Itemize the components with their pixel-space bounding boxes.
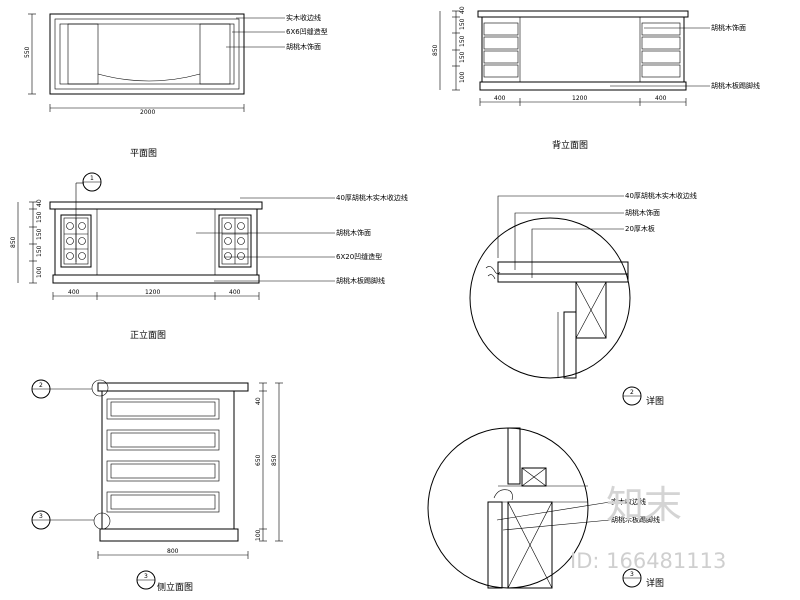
front-dim-w3: 400 (229, 289, 241, 296)
side-marker-top (91, 379, 109, 397)
back-elevation: 40 150 150 150 100 850 400 1200 400 胡桃木饰… (432, 6, 760, 151)
plan-view: 550 2000 实木收边线 6X6凹缝造型 胡桃木饰面 平面图 (24, 13, 328, 159)
detail1-break-mark (485, 266, 501, 274)
back-dim-total: 850 (432, 44, 439, 56)
detail1-bubble-label: 2 (630, 389, 634, 396)
plan-left-panel (67, 23, 99, 85)
side-bubble-a-label: 2 (39, 382, 43, 389)
back-dim-w2: 1200 (572, 95, 587, 102)
plan-label-2: 胡桃木饰面 (286, 42, 321, 51)
detail2-skirting (487, 501, 503, 589)
back-dim-w3: 400 (655, 95, 667, 102)
front-bubble-label: 1 (90, 175, 94, 182)
side-dim-total: 850 (271, 454, 278, 466)
front-dim-v4: 150 (36, 245, 43, 257)
front-dim-total: 850 (10, 236, 17, 248)
side-marker-bottom (93, 512, 111, 530)
front-dim-v2: 150 (36, 211, 43, 223)
side-title: 侧立面图 (157, 581, 193, 593)
plan-outer-frame (49, 13, 245, 95)
back-dim-v2: 150 (459, 18, 466, 30)
plan-label-1: 6X6凹缝造型 (286, 27, 328, 36)
watermark: 知末 ID: 166481113 (570, 483, 726, 573)
detail1-hatched-panel (563, 311, 577, 379)
watermark-id: ID: 166481113 (570, 549, 726, 573)
side-body (101, 390, 235, 530)
front-label-3: 胡桃木板踢脚线 (336, 276, 385, 285)
side-title-bubble-label: 3 (144, 573, 148, 580)
back-dim-w1: 400 (494, 95, 506, 102)
front-label-2: 6X20凹缝造型 (336, 252, 382, 261)
watermark-logo: 知末 (606, 483, 682, 527)
detail1-cabinet-block (575, 281, 607, 339)
detail1-top-board (497, 261, 629, 275)
front-title: 正立面图 (130, 329, 166, 341)
front-label-1: 胡桃木饰面 (336, 228, 371, 237)
detail1-label-1: 胡桃木饰面 (625, 208, 660, 217)
detail2-label-1: 胡桃木板踢脚线 (611, 515, 660, 524)
detail2-cabinet-block (507, 501, 553, 589)
back-dim-v4: 150 (459, 51, 466, 63)
detail2-title: 详图 (646, 577, 664, 589)
front-top-edge (49, 201, 263, 210)
detail2-trim-profile (493, 489, 513, 501)
plan-groove-frame (59, 23, 235, 85)
front-elevation: 1 40 150 150 150 100 850 400 1200 400 40… (10, 172, 408, 341)
front-dim-v5: 100 (36, 266, 43, 278)
detail1-circle (469, 217, 631, 379)
plan-width-dim: 2000 (140, 109, 155, 116)
detail2-label-0: 实木收边线 (611, 497, 646, 506)
back-label-0: 胡桃木饰面 (711, 23, 746, 32)
side-dim-v2: 650 (255, 454, 262, 466)
detail2-bubble-label: 3 (630, 571, 634, 578)
detail2-hatched-panel (507, 427, 521, 485)
detail-view-2: 40厚胡桃木实木收边线 胡桃木饰面 20厚木板 2 详图 (469, 191, 697, 407)
side-drawer-2 (106, 429, 220, 451)
plan-inner-frame (54, 18, 240, 90)
side-top-edge (97, 382, 249, 392)
plan-title: 平面图 (130, 148, 157, 159)
detail1-edge-trim (497, 273, 629, 283)
back-dim-v1: 40 (459, 6, 466, 14)
front-dim-v1: 40 (36, 199, 43, 207)
plan-label-0: 实木收边线 (286, 13, 321, 22)
front-dim-w2: 1200 (145, 289, 160, 296)
side-drawer-4 (106, 491, 220, 513)
plan-right-panel (199, 23, 231, 85)
front-right-carving (218, 214, 252, 268)
side-bubble-b-label: 3 (39, 513, 43, 520)
side-dim-v1: 40 (255, 397, 262, 405)
back-top-edge (477, 10, 689, 18)
detail1-label-0: 40厚胡桃木实木收边线 (625, 191, 697, 200)
back-label-1: 胡桃木板踢脚线 (711, 81, 760, 90)
side-dim-width: 800 (167, 548, 179, 555)
plan-curve (97, 73, 201, 82)
back-dim-v3: 150 (459, 35, 466, 47)
back-left-drawers (483, 22, 519, 78)
detail1-title: 详图 (646, 395, 664, 407)
side-dim-v3: 100 (255, 529, 262, 541)
back-dim-v5: 100 (459, 71, 466, 83)
front-dim-v3: 150 (36, 228, 43, 240)
plan-height-dim: 550 (24, 46, 31, 58)
back-body (481, 16, 685, 83)
back-right-drawers (641, 22, 681, 78)
front-dim-w1: 400 (68, 289, 80, 296)
side-skirting (99, 528, 239, 542)
side-drawer-1 (106, 398, 220, 420)
front-label-0: 40厚胡桃木实木收边线 (336, 193, 408, 202)
front-skirting (52, 274, 260, 284)
detail1-label-2: 20厚木板 (625, 224, 655, 233)
side-elevation: 2 3 40 650 100 850 800 3 侧立面图 (31, 379, 283, 593)
detail-view-3: 实木收边线 胡桃木板踢脚线 3 详图 (427, 427, 664, 589)
back-title: 背立面图 (552, 139, 588, 151)
side-drawer-3 (106, 460, 220, 482)
